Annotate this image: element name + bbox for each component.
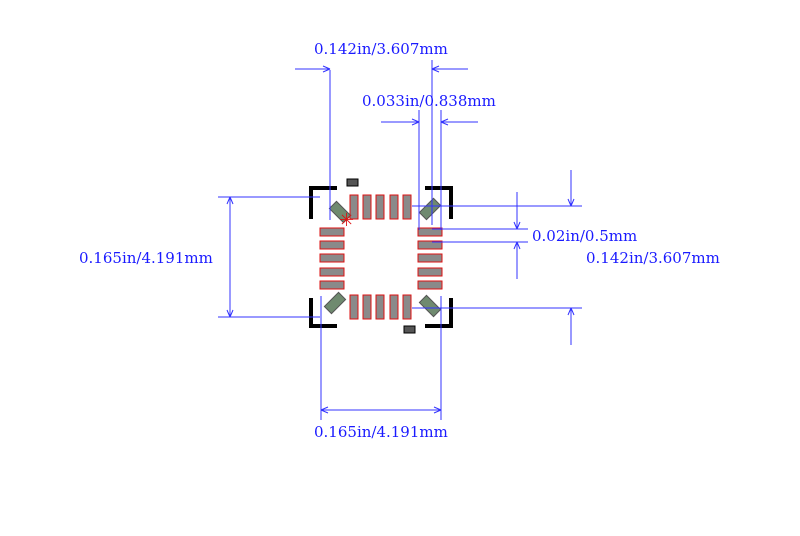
pad	[319, 227, 345, 237]
pad	[375, 194, 385, 220]
pad	[362, 294, 372, 320]
corner-pad	[418, 294, 442, 318]
dim-right-height: 0.142in/3.607mm	[412, 170, 720, 345]
silkscreen-outline	[309, 186, 453, 328]
corner-pads	[323, 197, 442, 318]
corner-pad	[328, 200, 352, 224]
pad	[319, 280, 345, 290]
pad	[362, 194, 372, 220]
pad	[389, 294, 399, 320]
dim-pitch: 0.02in/0.5mm	[432, 192, 637, 279]
pad	[417, 253, 443, 263]
pad	[319, 240, 345, 250]
dim-top-outer: 0.142in/3.607mm	[295, 40, 468, 225]
dim-left-height-label: 0.165in/4.191mm	[79, 249, 213, 267]
dim-bottom-width: 0.165in/4.191mm	[314, 296, 448, 441]
bottom-pad-row	[349, 294, 412, 320]
pin1-marker-icon: ✳	[339, 210, 354, 231]
pad	[319, 253, 345, 263]
pad	[417, 240, 443, 250]
pad	[319, 267, 345, 277]
orientation-mark-top	[346, 178, 359, 187]
orientation-mark-bottom	[403, 325, 416, 334]
right-pad-column	[417, 227, 443, 290]
pad	[417, 267, 443, 277]
pad	[349, 294, 359, 320]
dim-right-height-label: 0.142in/3.607mm	[586, 249, 720, 267]
dim-top-inner-label: 0.033in/0.838mm	[362, 92, 496, 110]
pad	[349, 194, 359, 220]
left-pad-column	[319, 227, 345, 290]
pad	[402, 194, 412, 220]
top-pad-row	[349, 194, 412, 220]
dim-top-inner: 0.033in/0.838mm	[362, 92, 496, 230]
dim-left-height: 0.165in/4.191mm	[79, 196, 320, 318]
pad	[375, 294, 385, 320]
dim-pitch-label: 0.02in/0.5mm	[532, 227, 637, 245]
dim-bottom-width-label: 0.165in/4.191mm	[314, 423, 448, 441]
pad	[389, 194, 399, 220]
corner-pad	[418, 197, 442, 221]
dim-top-outer-label: 0.142in/3.607mm	[314, 40, 448, 58]
pad	[417, 227, 443, 237]
pad	[402, 294, 412, 320]
pad	[417, 280, 443, 290]
corner-pad	[323, 291, 347, 315]
